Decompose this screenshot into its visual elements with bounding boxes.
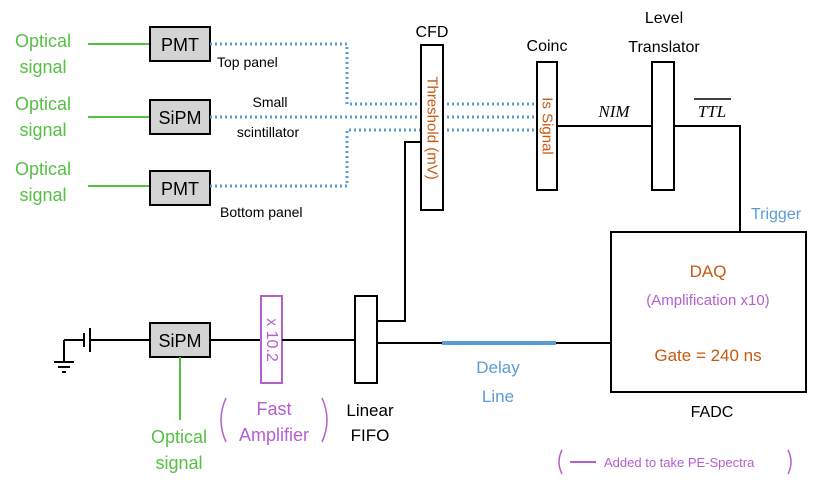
bottom-panel-label: Bottom panel: [220, 204, 303, 220]
line-label: Line: [482, 387, 514, 406]
daq-title: DAQ: [690, 262, 727, 281]
fifo-label: FIFO: [351, 426, 390, 445]
trigger-label: Trigger: [751, 206, 802, 223]
gain-label: x 10.2: [263, 318, 280, 362]
optical-signal-label-top-l1: Optical: [15, 31, 71, 51]
dotted-signal-lines: [210, 42, 537, 188]
sipm-mid-label: SiPM: [158, 108, 201, 128]
linear-fifo-box: [354, 295, 378, 384]
cfd-box: [420, 44, 444, 211]
fifo-to-cfd-line: [377, 141, 421, 322]
pmt-bottom-label: PMT: [161, 179, 199, 199]
legend: Added to take PE-Spectra: [558, 449, 792, 475]
delay-label: Delay: [476, 358, 520, 377]
legend-paren-right: [787, 449, 792, 475]
pmt-top-label: PMT: [161, 35, 199, 55]
is-signal-label: Is Signal: [539, 97, 556, 155]
optical-signal-label-sipm-l1: Optical: [151, 427, 207, 447]
coinc-title: Coinc: [527, 38, 568, 55]
fadc-title: FADC: [691, 404, 734, 421]
daq-box: [610, 231, 807, 393]
level-title: Level: [645, 10, 683, 27]
ttl-label: TTL: [698, 102, 726, 121]
gate-label: Gate = 240 ns: [654, 346, 761, 365]
ground-icon: [54, 328, 150, 373]
translator-title: Translator: [628, 39, 700, 56]
amp-paren-right: [321, 397, 328, 443]
legend-text: Added to take PE-Spectra: [604, 455, 755, 470]
sipm-mid-box: [149, 99, 211, 135]
legend-paren-left: [558, 449, 563, 475]
small-label: Small: [252, 94, 287, 110]
amp-paren-left: [220, 397, 227, 443]
sipm-bottom-label: SiPM: [158, 331, 201, 351]
cfd-title: CFD: [416, 24, 449, 41]
optical-signal-label-bottom-l2: signal: [19, 185, 66, 205]
nim-label: NIM: [597, 102, 630, 121]
top-panel-label: Top panel: [217, 54, 278, 70]
level-translator-box: [651, 61, 675, 191]
optical-signal-label-sipm-l2: signal: [155, 453, 202, 473]
pmt-bottom-box: [149, 170, 211, 206]
optical-signal-label-bottom-l1: Optical: [15, 159, 71, 179]
amplifier-label: Amplifier: [239, 425, 309, 445]
fast-label: Fast: [256, 399, 291, 419]
threshold-label: Threshold (mV): [424, 76, 441, 179]
optical-signal-label-top-l2: signal: [19, 57, 66, 77]
pmt-top-box: [149, 26, 211, 62]
optical-signal-label-mid-l1: Optical: [15, 94, 71, 114]
scintillator-label: scintillator: [237, 124, 300, 140]
optical-signal-label-mid-l2: signal: [19, 120, 66, 140]
translator-to-daq-line: [674, 125, 741, 232]
amplification-label: (Amplification x10): [646, 292, 769, 309]
linear-label: Linear: [346, 401, 394, 420]
